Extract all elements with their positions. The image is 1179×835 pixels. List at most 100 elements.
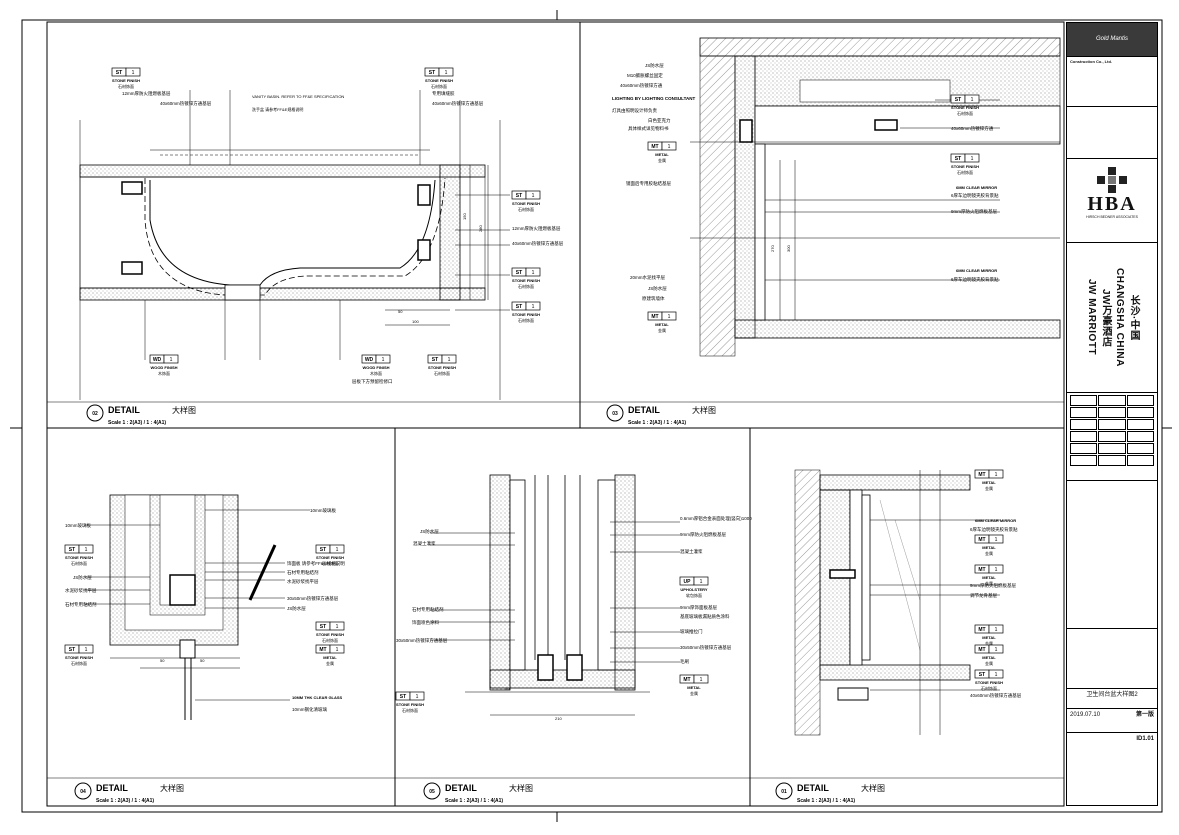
svg-text:9mm厚防火阻燃板基层: 9mm厚防火阻燃板基层	[970, 582, 1016, 589]
tag-number: 1	[995, 647, 998, 653]
tag-finish-cn: 金属	[985, 550, 993, 556]
tag-number: 1	[995, 567, 998, 573]
dimensions: 50 100 280 150 50 50 50 210 270 300	[160, 213, 791, 721]
tag-code: MT	[683, 677, 690, 683]
tag-code: MT	[978, 567, 985, 573]
detail-title-02: 02 DETAIL 大样图 Scale 1 : 2(A3) / 1 : 4(A1…	[86, 404, 196, 426]
tag-number: 1	[448, 357, 451, 363]
tag-number: 1	[336, 624, 339, 630]
note-12mm: 12mm厚防火阻燃板基层	[122, 90, 171, 97]
tag-finish-label: METAL	[982, 635, 996, 640]
detail-02-drawing	[79, 90, 510, 400]
tag-number: 1	[532, 193, 535, 199]
tag-finish-label: STONE FINISH	[975, 680, 1003, 685]
sheet-number: ID1.01	[1136, 736, 1154, 742]
svg-text:Scale 1 : 2(A3) / 1 : 4(A1): Scale 1 : 2(A3) / 1 : 4(A1)	[797, 798, 855, 804]
svg-text:10mm玻璃板: 10mm玻璃板	[65, 522, 92, 529]
annotations: 12mm厚防火阻燃板基层 40x60mm热镀锌方通基层 VANITY BASIN…	[65, 62, 1022, 713]
svg-text:白色亚克力: 白色亚克力	[648, 117, 671, 124]
tag-finish-cn: 石材饰面	[957, 110, 973, 116]
tag-code: ST	[429, 70, 435, 76]
tag-code: ST	[69, 647, 75, 653]
tag-finish-cn: 金属	[985, 485, 993, 491]
tag-finish-label: STONE FINISH	[316, 555, 344, 560]
svg-text:210: 210	[555, 716, 562, 721]
svg-text:石材专用粘结剂: 石材专用粘结剂	[412, 606, 444, 613]
tag-finish-cn: 软包饰面	[686, 592, 702, 598]
tag-finish-cn: 石材饰面	[402, 707, 418, 713]
svg-text:JS防水层: JS防水层	[645, 62, 664, 69]
svg-text:大样图: 大样图	[509, 783, 533, 793]
tag-finish-cn: 石材饰面	[431, 83, 447, 89]
tag-number: 1	[532, 304, 535, 310]
tag-code: MT	[978, 537, 985, 543]
svg-text:100: 100	[412, 319, 419, 324]
tag-finish-label: METAL	[323, 655, 337, 660]
tag-finish-label: STONE FINISH	[512, 312, 540, 317]
svg-text:混凝土灌浆: 混凝土灌浆	[680, 548, 703, 555]
tag-finish-cn: 金属	[985, 640, 993, 646]
tag-finish-label: STONE FINISH	[951, 105, 979, 110]
svg-text:大样图: 大样图	[861, 783, 885, 793]
designer-logo: HBA HIRSCH BEDNER ASSOCIATES	[1067, 159, 1157, 243]
svg-text:DETAIL: DETAIL	[108, 405, 140, 415]
svg-text:DETAIL: DETAIL	[445, 783, 477, 793]
project-name: JW MARRIOTT JW万豪酒店 CHANGSHA CHINA 长沙·中国	[1067, 243, 1157, 393]
tag-finish-label: METAL	[655, 322, 669, 327]
tag-finish-cn: 金属	[985, 660, 993, 666]
company-logo: Gold Mantis	[1067, 23, 1157, 57]
svg-text:05: 05	[429, 789, 435, 795]
svg-text:02: 02	[92, 411, 98, 417]
svg-text:Scale 1 : 2(A3) / 1 : 4(A1): Scale 1 : 2(A3) / 1 : 4(A1)	[628, 420, 686, 426]
tag-number: 1	[700, 579, 703, 585]
svg-text:灯具由照明设计师负责: 灯具由照明设计师负责	[612, 107, 657, 114]
svg-text:10mm钢化清玻璃: 10mm钢化清玻璃	[292, 706, 328, 713]
svg-text:9mm厚防火阻燃板基层: 9mm厚防火阻燃板基层	[680, 531, 726, 538]
tag-code: ST	[320, 624, 326, 630]
svg-text:40x60mm热镀锌方通: 40x60mm热镀锌方通	[620, 82, 663, 89]
svg-text:玻璃推拉门: 玻璃推拉门	[680, 628, 703, 635]
svg-text:基底玻璃板漏贴质色涂料: 基底玻璃板漏贴质色涂料	[680, 613, 730, 620]
svg-text:40x60mm热镀锌方通: 40x60mm热镀锌方通	[951, 125, 994, 132]
svg-text:6厚车边明镜夹胶背景贴: 6厚车边明镜夹胶背景贴	[970, 526, 1018, 533]
svg-text:270: 270	[770, 245, 775, 252]
tag-finish-label: STONE FINISH	[316, 632, 344, 637]
detail-title-03: 03 DETAIL 大样图 Scale 1 : 2(A3) / 1 : 4(A1…	[606, 404, 716, 426]
tag-code: MT	[978, 647, 985, 653]
svg-text:大样图: 大样图	[172, 405, 196, 415]
tag-code: MT	[651, 144, 658, 150]
svg-text:DETAIL: DETAIL	[628, 405, 660, 415]
notes-block	[1067, 107, 1157, 159]
svg-text:JS防水层: JS防水层	[287, 605, 306, 612]
svg-text:石材专用粘结剂: 石材专用粘结剂	[287, 569, 319, 576]
tag-code: WD	[365, 357, 374, 363]
svg-text:水泥砂浆找平层: 水泥砂浆找平层	[65, 587, 97, 594]
tag-finish-cn: 石材饰面	[981, 685, 997, 691]
tag-code: ST	[516, 270, 522, 276]
svg-text:20mm水泥找平层: 20mm水泥找平层	[630, 274, 666, 281]
detail-title-05: 05 DETAIL 大样图 Scale 1 : 2(A3) / 1 : 4(A1…	[423, 782, 533, 804]
svg-text:DETAIL: DETAIL	[96, 783, 128, 793]
tag-finish-cn: 石材饰面	[518, 283, 534, 289]
svg-text:6厚车边明镜夹胶背景贴: 6厚车边明镜夹胶背景贴	[951, 192, 999, 199]
tag-finish-label: STONE FINISH	[512, 278, 540, 283]
svg-text:JS防水层: JS防水层	[73, 574, 92, 581]
tag-code: ST	[516, 304, 522, 310]
key-plan	[1067, 481, 1157, 629]
svg-text:M10膨胀螺丝固定: M10膨胀螺丝固定	[627, 72, 663, 79]
tag-number: 1	[170, 357, 173, 363]
tag-code: ST	[432, 357, 438, 363]
